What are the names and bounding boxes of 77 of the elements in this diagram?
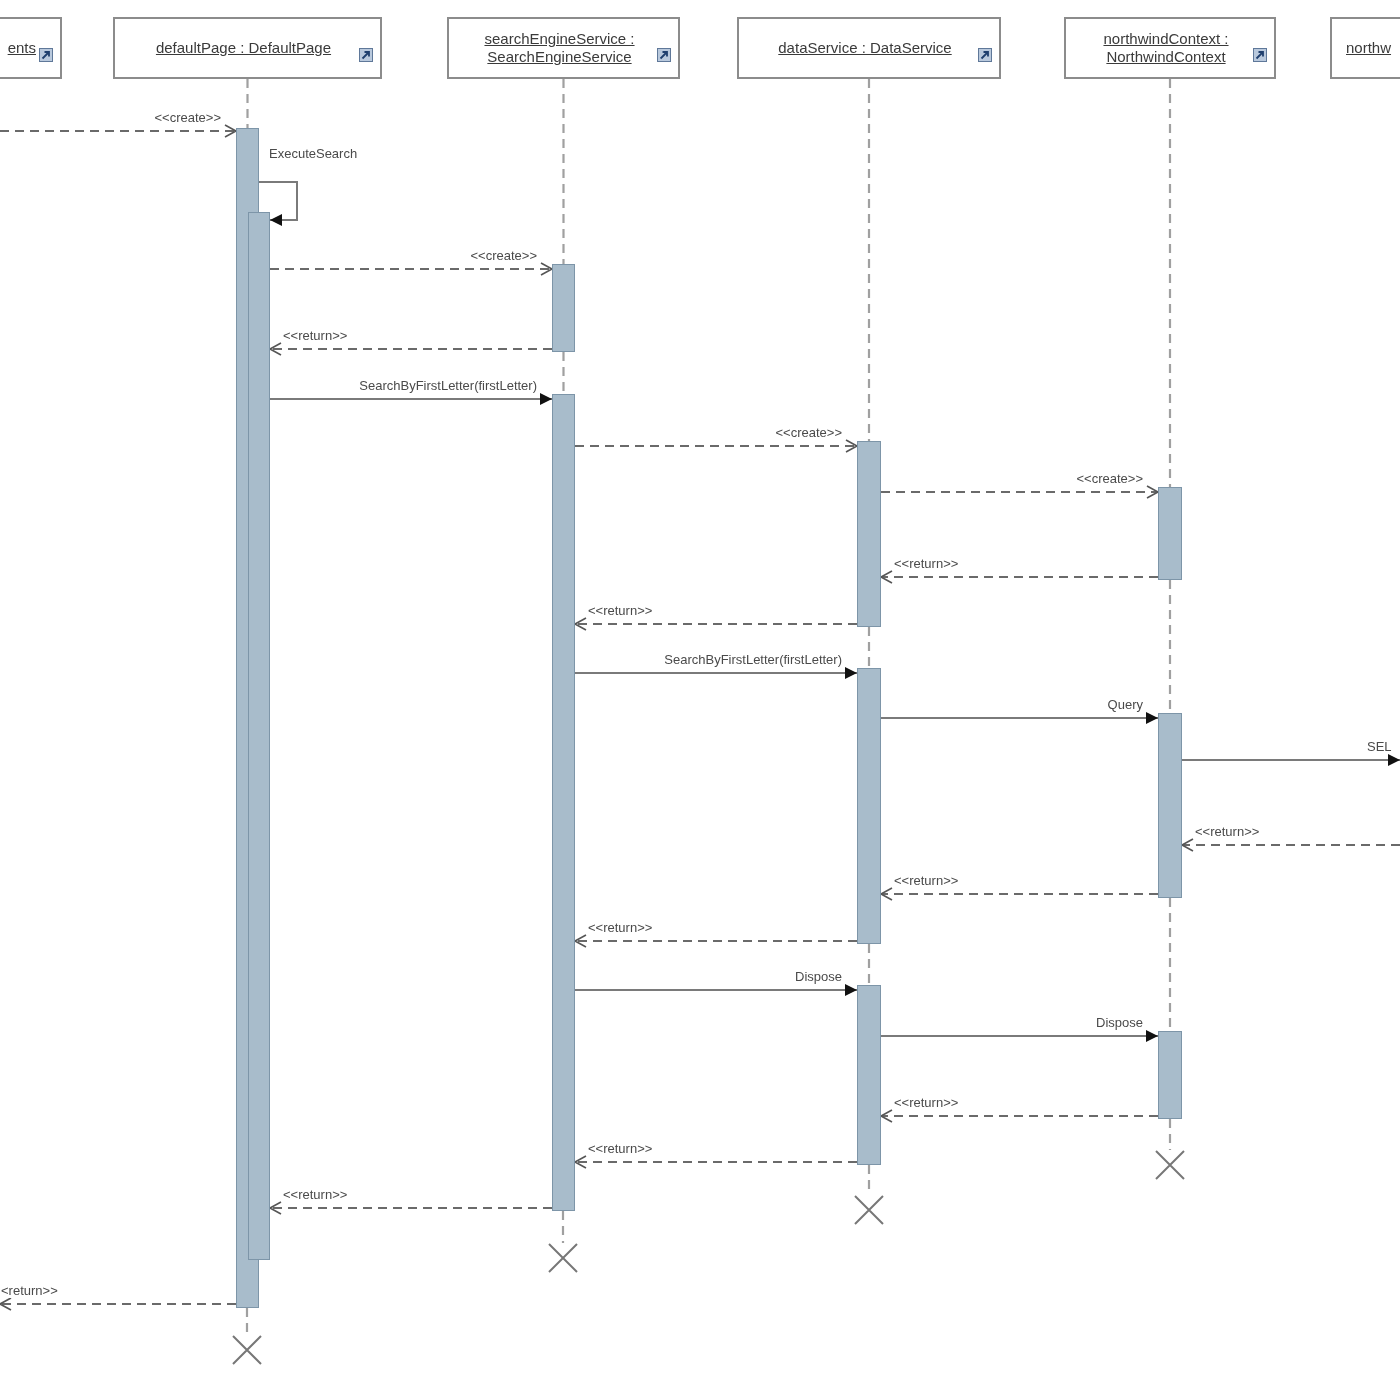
message-label: ExecuteSearch (268, 146, 359, 161)
message-label: <<return>> (587, 603, 654, 618)
object-name: defaultPage : DefaultPage (155, 39, 332, 57)
dashed-arrow (880, 1109, 1158, 1123)
dashed-arrow (575, 439, 858, 453)
activation-bar (857, 668, 881, 944)
message-arrow (574, 667, 858, 679)
object-name: northwindContext : NorthwindContext (1102, 30, 1230, 66)
message-label: <<return>> (282, 328, 349, 343)
message-label: SearchByFirstLetter(firstLetter) (358, 378, 538, 393)
message-label: <<return>> (893, 1095, 960, 1110)
message-label: SearchByFirstLetter(firstLetter) (663, 652, 843, 667)
message-arrow (574, 984, 858, 996)
activation-bar (1158, 1031, 1182, 1119)
message-label: <<return>> (893, 873, 960, 888)
lifeline (246, 79, 249, 128)
lifeline (562, 79, 565, 264)
dashed-arrow (269, 342, 552, 356)
lifeline (1168, 79, 1172, 487)
lifeline (867, 944, 871, 985)
message-label: SEL (1366, 739, 1393, 754)
lifeline (561, 1211, 565, 1243)
lifeline-header (113, 17, 382, 79)
activation-bar (857, 985, 881, 1165)
message-label: Dispose (794, 969, 843, 984)
message-arrow (269, 393, 553, 405)
cross-mark-icon (1155, 1150, 1185, 1180)
cross-mark-icon (232, 1335, 262, 1365)
dashed-arrow (574, 934, 857, 948)
dashed-arrow (0, 124, 237, 138)
activation-bar (552, 264, 575, 352)
message-arrow (1181, 754, 1400, 766)
object-name: searchEngineService : SearchEngineService (483, 30, 636, 66)
message-label: <<return>> (893, 556, 960, 571)
dashed-arrow (270, 262, 553, 276)
lifeline (245, 1308, 249, 1335)
activation-bar (857, 441, 881, 627)
dashed-arrow (574, 617, 857, 631)
message-label: <<create>> (774, 425, 843, 440)
dashed-arrow (880, 887, 1158, 901)
lifeline (562, 352, 565, 394)
object-name: northw (1346, 39, 1392, 57)
dashed-arrow (1181, 838, 1400, 852)
message-label: <<return>> (587, 1141, 654, 1156)
message-label: <<create>> (153, 110, 222, 125)
message-label: <<create>> (469, 248, 538, 263)
object-name: ents (7, 39, 36, 57)
message-label: Query (1106, 697, 1144, 712)
message-label: <<return>> (587, 920, 654, 935)
dashed-arrow (880, 570, 1158, 584)
lifeline-header (1330, 17, 1400, 79)
message-arrow (880, 712, 1159, 724)
message-label: <return>> (0, 1283, 59, 1298)
message-label: <<return>> (1194, 824, 1261, 839)
message-label: <<create>> (1075, 471, 1144, 486)
lifeline-header (737, 17, 1001, 79)
lifeline (1168, 1119, 1172, 1150)
activation-bar (248, 212, 270, 1260)
lifeline-header (1064, 17, 1276, 79)
activation-bar (1158, 487, 1182, 580)
cross-mark-icon (854, 1195, 884, 1225)
self-call-arrow (258, 181, 298, 226)
lifeline (867, 79, 871, 441)
message-arrow (880, 1030, 1159, 1042)
lifeline (867, 627, 871, 668)
dashed-arrow (574, 1155, 857, 1169)
dashed-arrow (881, 485, 1159, 499)
object-name: dataService : DataService (778, 39, 952, 57)
dashed-arrow (0, 1297, 236, 1311)
lifeline-header (0, 17, 62, 79)
activation-bar (1158, 713, 1182, 898)
cross-mark-icon (548, 1243, 578, 1273)
activation-bar (552, 394, 575, 1211)
lifeline-header (447, 17, 680, 79)
message-label: Dispose (1095, 1015, 1144, 1030)
message-label: <<return>> (282, 1187, 349, 1202)
dashed-arrow (269, 1201, 552, 1215)
